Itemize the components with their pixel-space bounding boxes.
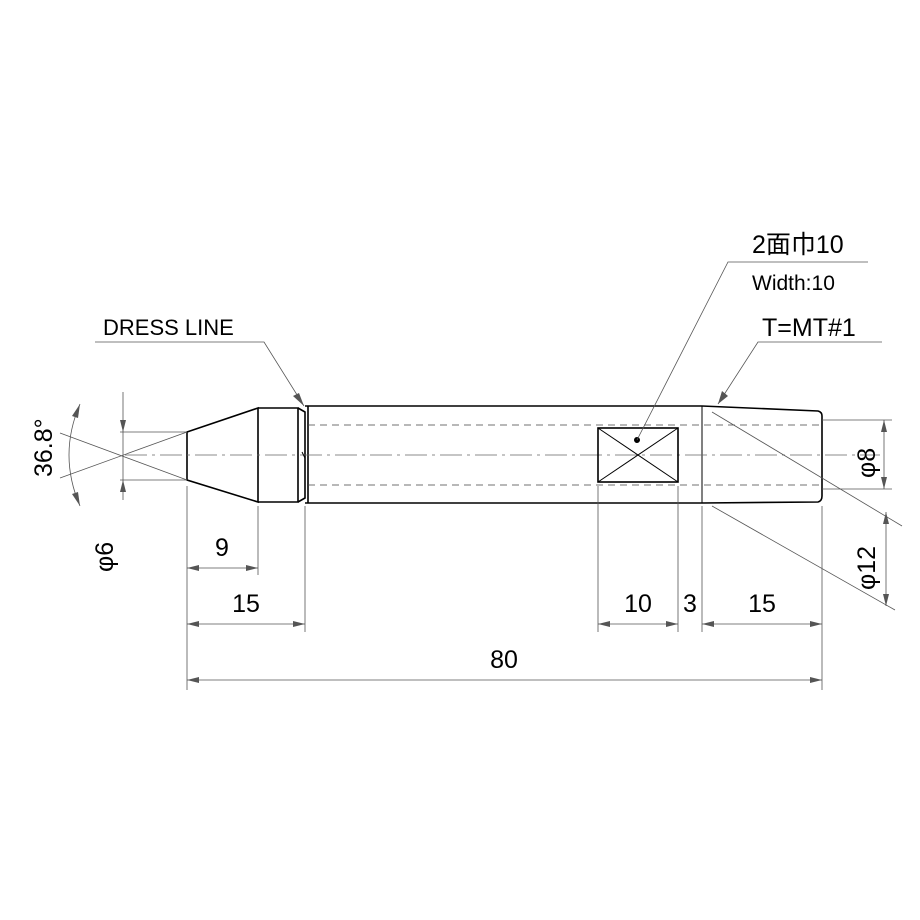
tip-dia-arrow-top — [120, 420, 126, 432]
taper-diameter-label: φ12 — [853, 546, 881, 590]
taper-dia-arrow-bottom — [883, 594, 889, 606]
dim-label-9: 9 — [215, 534, 229, 562]
dress-leader-arrow — [293, 393, 304, 406]
dim-label-tip-15: 15 — [232, 590, 260, 618]
arrow-taper15-right — [810, 621, 822, 627]
arrow-taper15-left — [702, 621, 714, 627]
tip-cylinder — [258, 407, 299, 503]
arrow-9-left — [187, 565, 199, 571]
dress-line-label: DRESS LINE — [103, 315, 234, 340]
angle-ext-2 — [59, 431, 188, 479]
taper-label: T=MT#1 — [762, 314, 856, 342]
shank-dia-arrow-top — [881, 420, 887, 432]
flat-cross-2 — [597, 427, 679, 483]
flat-leader — [636, 261, 868, 441]
shank-diameter-dimension: φ8 — [822, 419, 892, 490]
leaders — [95, 261, 882, 441]
flat-label-jp: 2面巾10 — [752, 231, 844, 259]
taper-leader-arrow — [718, 391, 728, 404]
tip-dia-arrow-bottom — [120, 480, 126, 492]
taper-diameter-dimension: φ12 — [711, 411, 903, 611]
taper-leader — [717, 341, 882, 405]
taper-dia-arrow-top — [883, 512, 889, 524]
angle-label: 36.8° — [30, 418, 58, 477]
taper-dia-ext-top — [711, 411, 903, 527]
arrow-tip15-right — [293, 621, 305, 627]
tip-mark — [301, 451, 306, 459]
taper-section — [701, 405, 823, 504]
dress-leader — [95, 341, 305, 407]
wrench-flat — [597, 427, 679, 483]
flat-box — [597, 427, 679, 483]
dim-label-3: 3 — [683, 590, 697, 618]
dim-label-taper-15: 15 — [748, 590, 776, 618]
length-dimensions: 9 15 10 3 15 80 — [186, 486, 823, 690]
dim-label-80: 80 — [490, 646, 518, 674]
arrow-10-left — [598, 621, 610, 627]
angle-arc — [68, 403, 81, 507]
angle-arrow-top — [72, 404, 80, 418]
arrow-80-right — [810, 677, 822, 683]
arrow-80-left — [187, 677, 199, 683]
dim-label-10: 10 — [624, 590, 652, 618]
angle-ext-1 — [59, 432, 188, 481]
taper-dia-ext-bottom — [711, 505, 896, 611]
arrow-9-right — [246, 565, 258, 571]
angle-dimension: 36.8° — [30, 403, 188, 507]
tip-diameter-dimension: φ6 — [91, 392, 187, 572]
arrow-tip15-left — [187, 621, 199, 627]
part-outline — [125, 405, 880, 504]
angle-arrow-bottom — [72, 492, 80, 506]
shank-diameter-label: φ8 — [853, 448, 881, 478]
tip-diameter-label: φ6 — [91, 542, 119, 572]
flat-label-en: Width:10 — [752, 272, 835, 295]
shank-dia-arrow-bottom — [881, 477, 887, 489]
shank-body — [305, 405, 702, 504]
arrow-10-right — [666, 621, 678, 627]
